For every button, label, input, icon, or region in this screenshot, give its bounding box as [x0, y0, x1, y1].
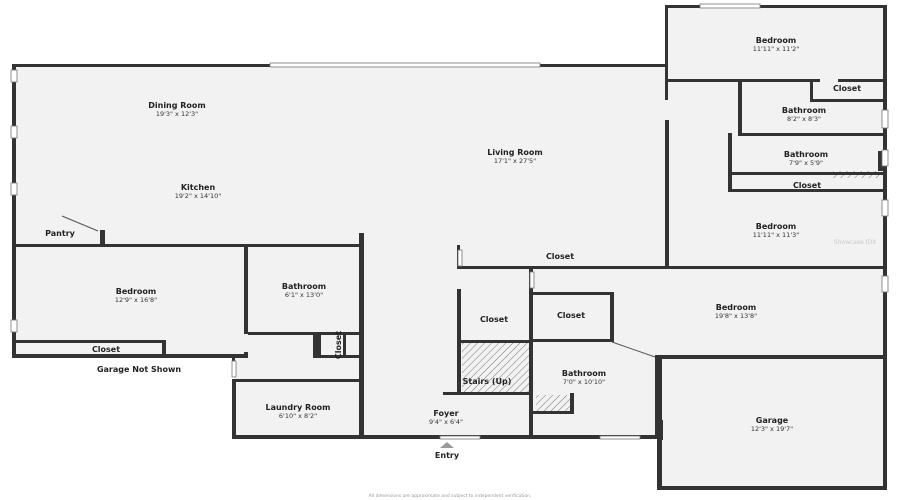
bedroom-se-name: Bedroom [716, 303, 757, 312]
pantry-name: Pantry [45, 229, 76, 238]
bathroom-w-name: Bathroom [282, 282, 326, 291]
closet-w-name: Closet [92, 345, 120, 354]
garage-not-shown-note: Garage Not Shown [97, 365, 181, 374]
room-labels: Bedroom 11'11" x 11'2" Closet Bathroom 8… [45, 36, 861, 433]
bathroom-s-dims: 7'0" x 10'10" [563, 378, 605, 386]
closet-e-name: Closet [793, 181, 821, 190]
living-room-name: Living Room [487, 148, 543, 157]
dining-room-name: Dining Room [148, 101, 206, 110]
walls [12, 5, 887, 490]
closet-small-vertical-name: Closet [334, 331, 343, 359]
foyer-dims: 9'4" x 6'4" [429, 418, 463, 426]
bathroom-ne-2-name: Bathroom [784, 150, 828, 159]
closet-hall-name: Closet [546, 252, 574, 261]
closet-ne-name: Closet [833, 84, 861, 93]
stairs-name: Stairs (Up) [463, 377, 512, 386]
entry-label: Entry [435, 451, 460, 460]
bedroom-e-dims: 11'11" x 11'3" [753, 231, 799, 239]
bathroom-ne-1-name: Bathroom [782, 106, 826, 115]
laundry-room-dims: 6'10" x 8'2" [279, 412, 317, 420]
bathroom-s-name: Bathroom [562, 369, 606, 378]
bedroom-e-name: Bedroom [756, 222, 797, 231]
foyer-name: Foyer [433, 409, 458, 418]
floor-areas [14, 7, 885, 488]
bathroom-ne-2-dims: 7'9" x 5'9" [789, 159, 823, 167]
stairs-hatch-small [536, 395, 570, 413]
laundry-room-name: Laundry Room [265, 403, 330, 412]
closet-c2-name: Closet [557, 311, 585, 320]
watermark: Showcase IDX [834, 239, 876, 246]
bedroom-w-name: Bedroom [116, 287, 157, 296]
bedroom-ne-dims: 11'11" x 11'2" [753, 45, 799, 53]
garage-name: Garage [756, 416, 789, 425]
bathroom-w-dims: 6'1" x 13'0" [285, 291, 323, 299]
closet-c1-name: Closet [480, 315, 508, 324]
kitchen-name: Kitchen [181, 183, 216, 192]
bedroom-se-dims: 19'8" x 13'8" [715, 312, 757, 320]
footer-disclaimer: All dimensions are approximate and subje… [369, 493, 532, 499]
dining-room-dims: 19'3" x 12'3" [156, 110, 198, 118]
kitchen-dims: 19'2" x 14'10" [175, 192, 221, 200]
bedroom-ne-name: Bedroom [756, 36, 797, 45]
stairs-hatch [462, 342, 530, 394]
living-room-dims: 17'1" x 27'5" [494, 157, 536, 165]
garage-dims: 12'3" x 19'7" [751, 425, 793, 433]
entry-arrow-icon [440, 442, 454, 448]
bathroom-ne-1-dims: 8'2" x 8'3" [787, 115, 821, 123]
bedroom-w-dims: 12'9" x 16'8" [115, 296, 157, 304]
windows [10, 3, 889, 440]
